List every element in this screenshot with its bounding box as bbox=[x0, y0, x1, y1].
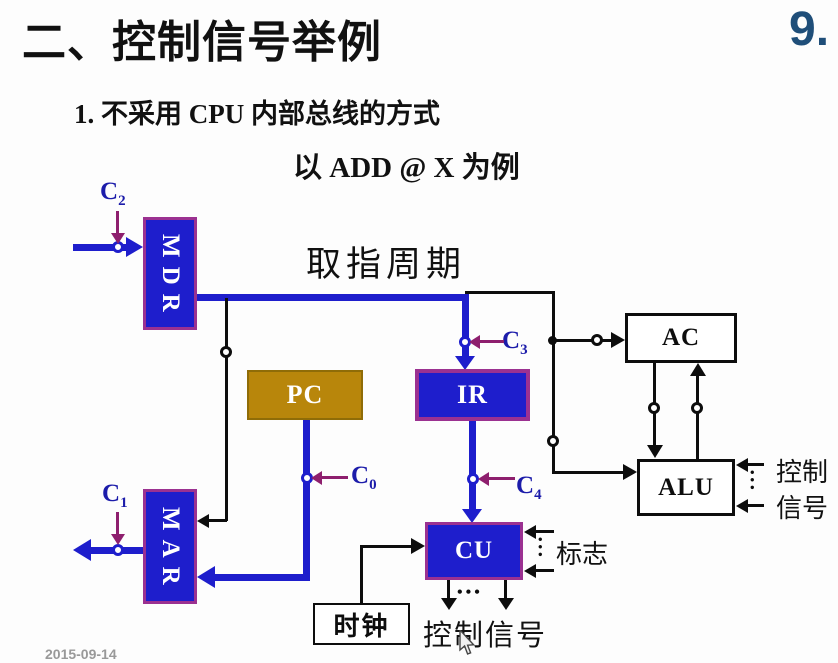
signal-arrowhead-c0 bbox=[311, 471, 322, 485]
signal-arrowhead-c3 bbox=[469, 335, 480, 349]
signal-arrowhead-c4 bbox=[478, 472, 489, 486]
arrowhead-into-ac bbox=[611, 332, 625, 348]
wire-alu-ctrl-top bbox=[748, 463, 764, 466]
signal-arrowhead-c1 bbox=[111, 534, 125, 545]
control-signals-right-line2: 信号 bbox=[776, 494, 829, 523]
arrowhead-into-mdr bbox=[126, 237, 143, 257]
block-ac: AC bbox=[625, 313, 737, 363]
signal-arrow-c2 bbox=[116, 211, 119, 235]
signal-label-c1: C1 bbox=[102, 480, 128, 511]
signal-label-c3: C3 bbox=[502, 327, 528, 358]
signal-arrow-c3 bbox=[480, 340, 504, 343]
wire-alu-to-ac bbox=[696, 376, 699, 459]
flags-label: 标志 bbox=[556, 540, 609, 569]
wire-ir-to-cu bbox=[469, 421, 476, 511]
wire-mdr-to-ir-vertical bbox=[462, 294, 469, 358]
block-mdr: MDR bbox=[143, 217, 197, 330]
wire-pc-down bbox=[303, 420, 310, 581]
alu-ctrl-ellipsis: ••• bbox=[745, 470, 760, 493]
mouse-cursor-icon bbox=[459, 630, 476, 655]
block-clock: 时钟 bbox=[313, 603, 410, 645]
arrowhead-into-ir bbox=[455, 356, 475, 370]
wire-bus-right-vertical bbox=[552, 291, 555, 474]
wire-flag-top bbox=[536, 530, 554, 533]
arrowhead-clock-into-cu bbox=[411, 538, 425, 554]
signal-label-c2: C2 bbox=[100, 178, 126, 209]
arrowhead-into-mar bbox=[197, 566, 215, 588]
gate-circle-c4 bbox=[467, 473, 479, 485]
control-signals-bottom-label: 控制信号 bbox=[423, 620, 548, 652]
arrowhead-mar-out bbox=[73, 539, 91, 561]
wire-flag-bottom bbox=[536, 569, 554, 572]
arrowhead-flag-bottom bbox=[524, 564, 536, 578]
wire-to-ac bbox=[555, 339, 613, 342]
arrowhead-ac-to-alu bbox=[647, 445, 663, 458]
wire-alu-ctrl-bottom bbox=[748, 504, 764, 507]
wire-into-mdr bbox=[73, 244, 130, 251]
gate-circle-mdr-branch bbox=[220, 346, 232, 358]
signal-arrow-c4 bbox=[489, 477, 515, 480]
block-mar: MAR bbox=[143, 489, 197, 604]
arrowhead-cu-out-left bbox=[441, 598, 457, 610]
subtitle-line1: 1. 不采用 CPU 内部总线的方式 bbox=[74, 99, 440, 129]
gate-circle-alu-out bbox=[691, 402, 703, 414]
arrowhead-into-cu bbox=[462, 509, 482, 523]
gate-circle-ac-in bbox=[591, 334, 603, 346]
gate-circle-ac-out bbox=[648, 402, 660, 414]
wire-pc-to-mar bbox=[212, 574, 310, 581]
wire-mdr-branch-vertical bbox=[225, 298, 228, 521]
arrowhead-cu-out-right bbox=[498, 598, 514, 610]
block-pc: PC bbox=[247, 370, 363, 420]
fetch-cycle-label: 取指周期 bbox=[306, 245, 467, 284]
wire-mdr-branch-horizontal bbox=[209, 519, 227, 522]
signal-arrowhead-c2 bbox=[111, 233, 125, 244]
arrowhead-branch-into-mar bbox=[197, 514, 209, 528]
arrowhead-flag-top bbox=[524, 525, 536, 539]
junction-dot bbox=[548, 336, 557, 345]
wire-cu-out-left bbox=[447, 580, 450, 600]
block-ir: IR bbox=[415, 369, 530, 421]
wire-clock-to-cu bbox=[360, 545, 412, 548]
slide-date: 2015-09-14 bbox=[45, 646, 117, 662]
signal-label-c4: C4 bbox=[516, 472, 542, 503]
wire-cu-out-right bbox=[504, 580, 507, 600]
cu-output-ellipsis: ••• bbox=[457, 584, 483, 601]
block-cu: CU bbox=[425, 522, 523, 580]
wire-to-alu bbox=[555, 471, 625, 474]
wire-clock-vertical bbox=[360, 547, 363, 603]
gate-circle-c1 bbox=[112, 544, 124, 556]
page-number: 9. bbox=[789, 3, 830, 56]
arrowhead-alu-ctrl-bottom bbox=[736, 499, 748, 513]
flags-ellipsis: ••• bbox=[533, 537, 548, 560]
control-signals-right-line1: 控制 bbox=[776, 458, 829, 487]
gate-circle-bus bbox=[547, 435, 559, 447]
wire-bus-top bbox=[465, 291, 555, 294]
arrowhead-alu-ctrl-top bbox=[736, 458, 748, 472]
block-alu: ALU bbox=[637, 459, 735, 516]
arrowhead-into-alu bbox=[623, 464, 637, 480]
signal-label-c0: C0 bbox=[351, 462, 377, 493]
wire-mdr-out-horizontal bbox=[197, 294, 469, 301]
arrowhead-alu-to-ac bbox=[690, 363, 706, 376]
subtitle-line2: 以 ADD @ X 为例 bbox=[293, 152, 520, 184]
signal-arrow-c1 bbox=[116, 512, 119, 536]
page-title: 二、控制信号举例 bbox=[22, 18, 382, 67]
signal-arrow-c0 bbox=[322, 476, 348, 479]
